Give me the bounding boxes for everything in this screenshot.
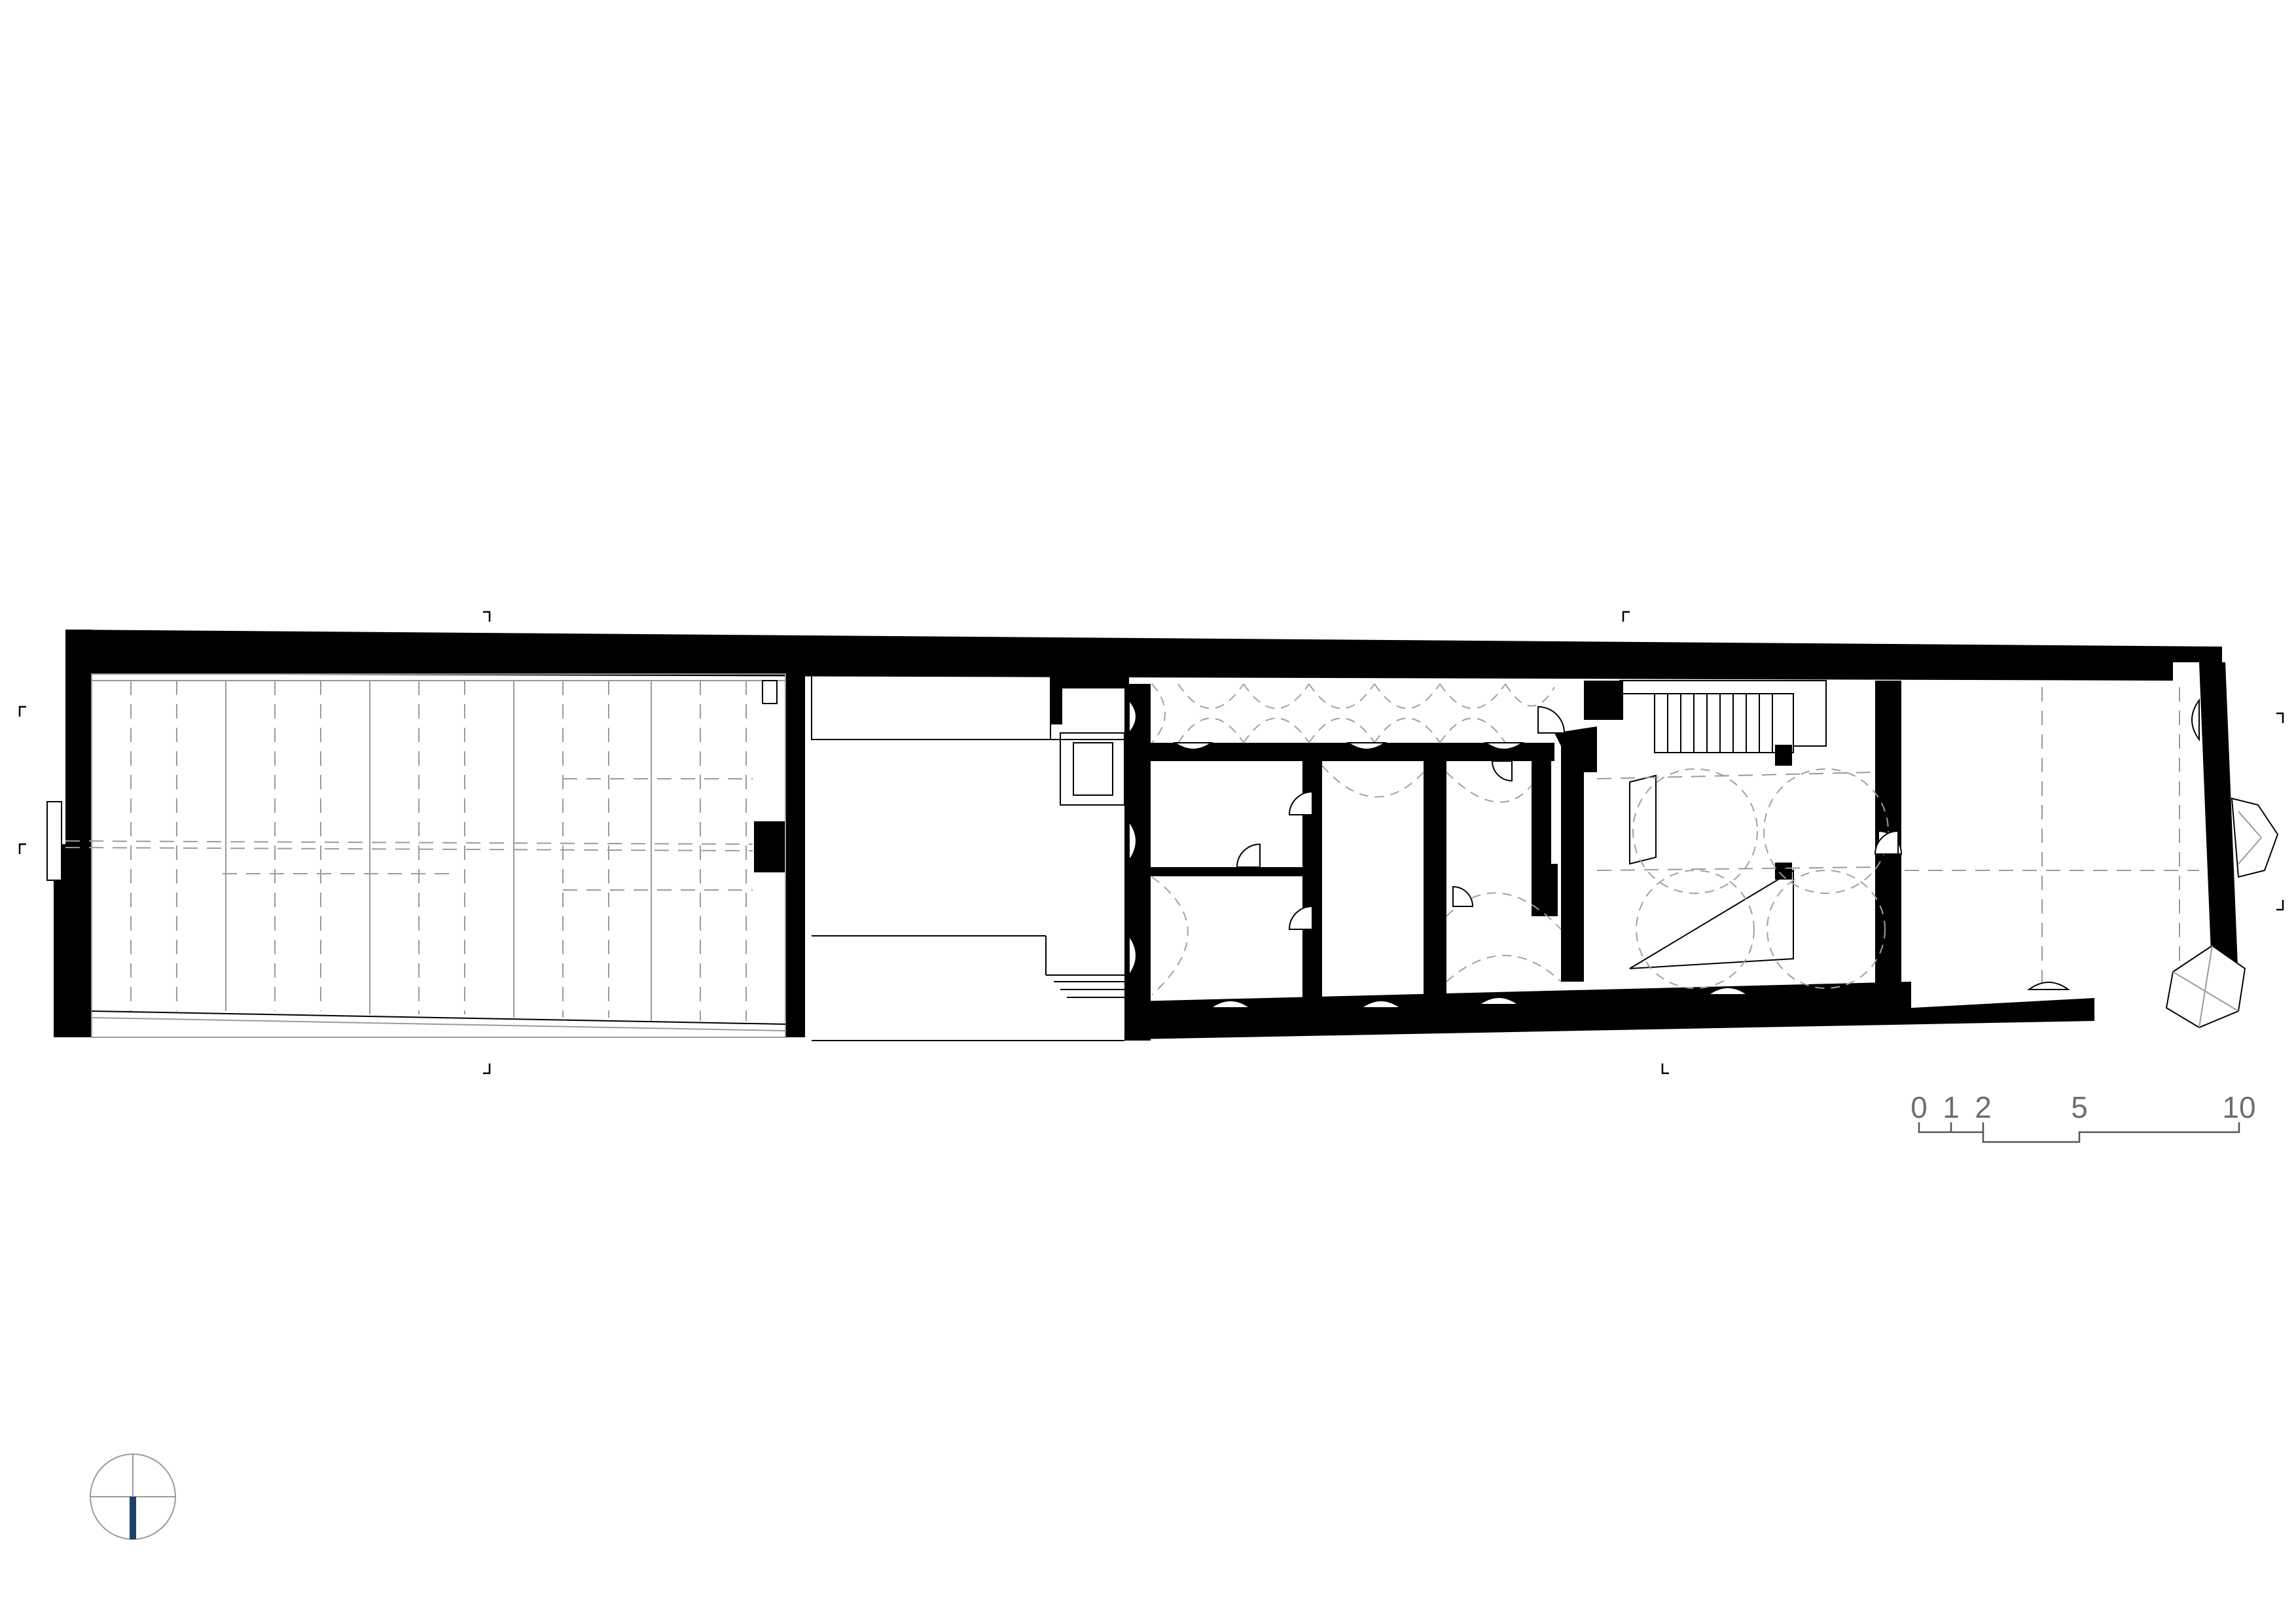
vaulted-corridor [1151, 683, 1555, 743]
doors [1236, 705, 1903, 930]
scale-label-1: 1 [1943, 1090, 1960, 1124]
exterior-walls [54, 630, 2238, 1041]
scale-label-5: 5 [2071, 1090, 2088, 1124]
room-vaults [1151, 765, 1562, 995]
scale-label-10: 10 [2222, 1090, 2255, 1124]
north-arrow-icon [90, 1454, 176, 1540]
courtyard [811, 666, 1125, 1041]
windows [1128, 698, 2200, 1008]
section-marks [18, 611, 2284, 1075]
east-room [1905, 687, 2279, 1029]
left-hall [46, 673, 786, 1038]
scale-label-0: 0 [1910, 1090, 1928, 1124]
stair-hall [1596, 680, 1889, 989]
scale-label-2: 2 [1975, 1090, 1992, 1124]
scale-bar: 0 1 2 5 10 [1910, 1090, 2256, 1143]
